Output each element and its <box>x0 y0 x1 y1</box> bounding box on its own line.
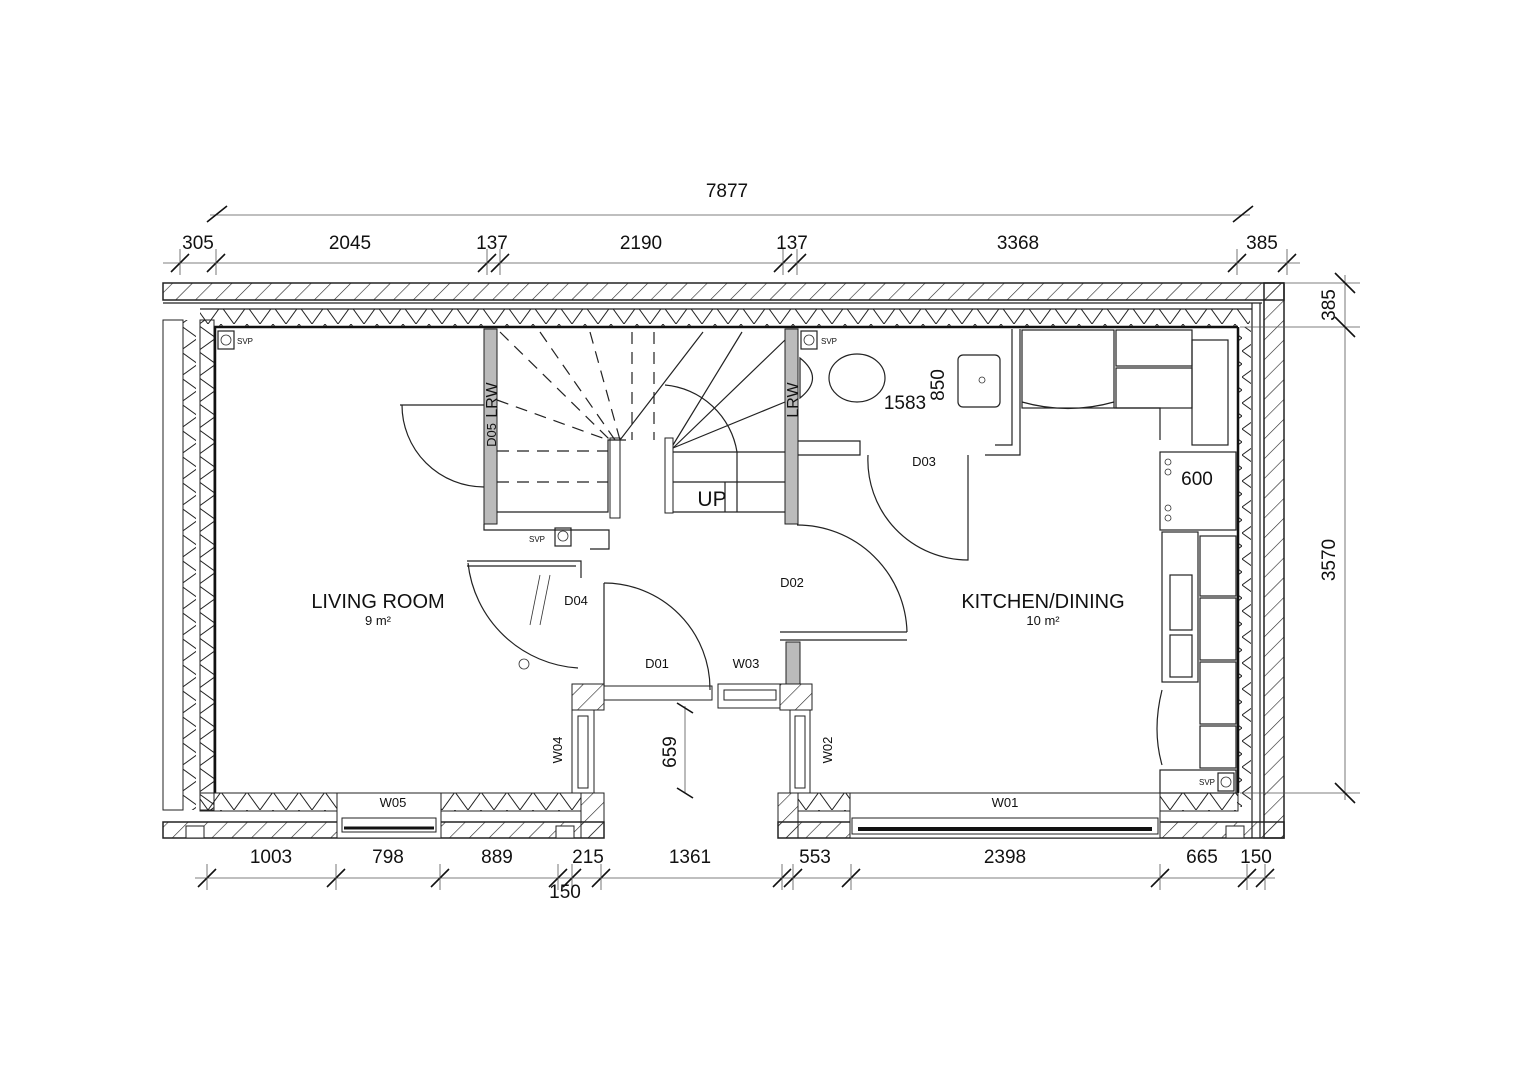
porch <box>571 524 908 711</box>
room-labels: LIVING ROOM 9 m² KITCHEN/DINING 10 m² UP <box>311 488 1124 628</box>
dim-top: 305 <box>182 233 214 254</box>
dim-bottom: 1361 <box>669 847 711 868</box>
dim-bottom-extra: 150 <box>549 882 581 903</box>
dim-hob: 600 <box>1181 469 1213 490</box>
window-tag: W01 <box>992 795 1019 810</box>
stairs-up-label: UP <box>697 488 726 511</box>
dimension-labels: 7877 305 2045 137 2190 137 3368 385 1003… <box>182 181 1340 903</box>
svg-text:SVP: SVP <box>1199 778 1215 787</box>
lrw-label: LRW <box>785 381 802 417</box>
dim-bottom: 150 <box>1240 847 1272 868</box>
door-tag: D03 <box>912 454 936 469</box>
window-w04[interactable] <box>571 709 595 794</box>
stair-and-walls <box>400 328 1021 670</box>
dim-bottom: 215 <box>572 847 604 868</box>
door-tag: D04 <box>564 593 588 608</box>
room-area-living: 9 m² <box>365 613 392 628</box>
dim-top: 137 <box>776 233 808 254</box>
dim-bottom: 798 <box>372 847 404 868</box>
door-tag: D01 <box>645 656 669 671</box>
dim-bottom: 2398 <box>984 847 1026 868</box>
dim-bottom: 665 <box>1186 847 1218 868</box>
svp-marker: SVP <box>1199 772 1235 792</box>
window-tag: W05 <box>380 795 407 810</box>
svg-text:SVP: SVP <box>237 337 253 346</box>
room-area-kitchen: 10 m² <box>1026 613 1060 628</box>
svp-markers: SVP SVP SVP SVP <box>217 330 1235 792</box>
window-w02[interactable] <box>789 709 811 794</box>
dim-top: 137 <box>476 233 508 254</box>
dimension-lines <box>163 205 1360 890</box>
dim-bottom: 553 <box>799 847 831 868</box>
svp-marker: SVP <box>529 527 572 547</box>
window-tag: W03 <box>733 656 760 671</box>
dim-bottom: 1003 <box>250 847 292 868</box>
dim-right: 3570 <box>1319 539 1340 581</box>
lrw-label: LRW <box>484 381 501 417</box>
svg-text:SVP: SVP <box>529 535 545 544</box>
tags: D01 D02 D03 D04 D05 W01 W02 W03 W04 W05 … <box>380 381 1019 810</box>
window-tag: W04 <box>550 737 565 764</box>
dim-bottom: 889 <box>481 847 513 868</box>
svp-marker: SVP <box>800 330 837 350</box>
svg-text:SVP: SVP <box>821 337 837 346</box>
dim-wc-depth: 850 <box>928 369 949 401</box>
dim-overall: 7877 <box>706 181 748 202</box>
door-tag: D02 <box>780 575 804 590</box>
dim-top: 3368 <box>997 233 1039 254</box>
door-tag: D05 <box>484 423 499 447</box>
room-name-living: LIVING ROOM <box>311 591 444 613</box>
dim-top: 385 <box>1246 233 1278 254</box>
window-tag: W02 <box>820 737 835 764</box>
kitchen-units <box>1021 329 1237 794</box>
wc-fittings <box>799 353 1001 408</box>
svp-marker: SVP <box>217 330 253 350</box>
windows <box>336 683 1161 839</box>
dim-top: 2045 <box>329 233 371 254</box>
dim-wc-width: 1583 <box>884 393 926 414</box>
window-w03[interactable] <box>717 683 781 709</box>
room-name-kitchen: KITCHEN/DINING <box>961 591 1124 613</box>
dim-top: 2190 <box>620 233 662 254</box>
dim-porch: 659 <box>660 736 681 768</box>
dim-right: 385 <box>1319 289 1340 321</box>
